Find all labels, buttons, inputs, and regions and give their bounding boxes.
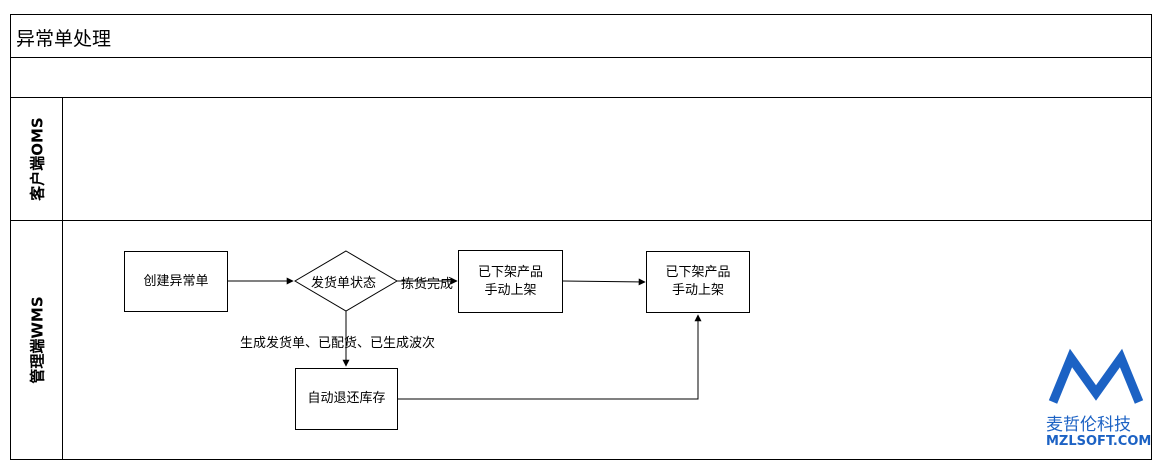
node-auto-return: 自动退还库存 bbox=[295, 368, 398, 430]
edge-picked-label: 拣货完成 bbox=[401, 277, 454, 292]
lane-wms: 管理端WMS bbox=[11, 221, 1151, 459]
node-offshelf-manual-label: 已下架产品 手动上架 bbox=[477, 264, 543, 298]
edge-generated-label: 生成发货单、已配货、已生成波次 bbox=[240, 336, 436, 351]
node-offshelf-manual: 已下架产品 手动上架 bbox=[458, 250, 563, 313]
lane-oms-header: 客户端OMS bbox=[11, 98, 63, 220]
node-auto-return-label: 自动退还库存 bbox=[307, 391, 386, 406]
title-row: 异常单处理 bbox=[11, 15, 1151, 58]
node-manual-shelve: 已下架产品 手动上架 bbox=[646, 251, 750, 313]
diagram-title: 异常单处理 bbox=[16, 28, 112, 50]
node-manual-shelve-label: 已下架产品 手动上架 bbox=[665, 265, 731, 298]
logo-cn-text: 麦哲伦科技 bbox=[1046, 415, 1131, 435]
node-create-exception: 创建异常单 bbox=[124, 251, 228, 312]
edge-offshelf-to-manual bbox=[562, 278, 646, 286]
blank-row bbox=[11, 58, 1151, 98]
node-create-exception-label: 创建异常单 bbox=[143, 273, 209, 289]
edge-auto-to-manual bbox=[397, 314, 702, 400]
swimlane-diagram: 异常单处理 客户端OMS 管理端WMS bbox=[10, 14, 1152, 460]
logo-en-text: MZLSOFT.COM bbox=[1046, 434, 1152, 449]
node-decision-label: 发货单状态 bbox=[311, 276, 377, 291]
lane-oms: 客户端OMS bbox=[11, 98, 1151, 221]
logo-m-icon bbox=[1048, 348, 1144, 404]
lane-wms-header: 管理端WMS bbox=[11, 221, 63, 459]
